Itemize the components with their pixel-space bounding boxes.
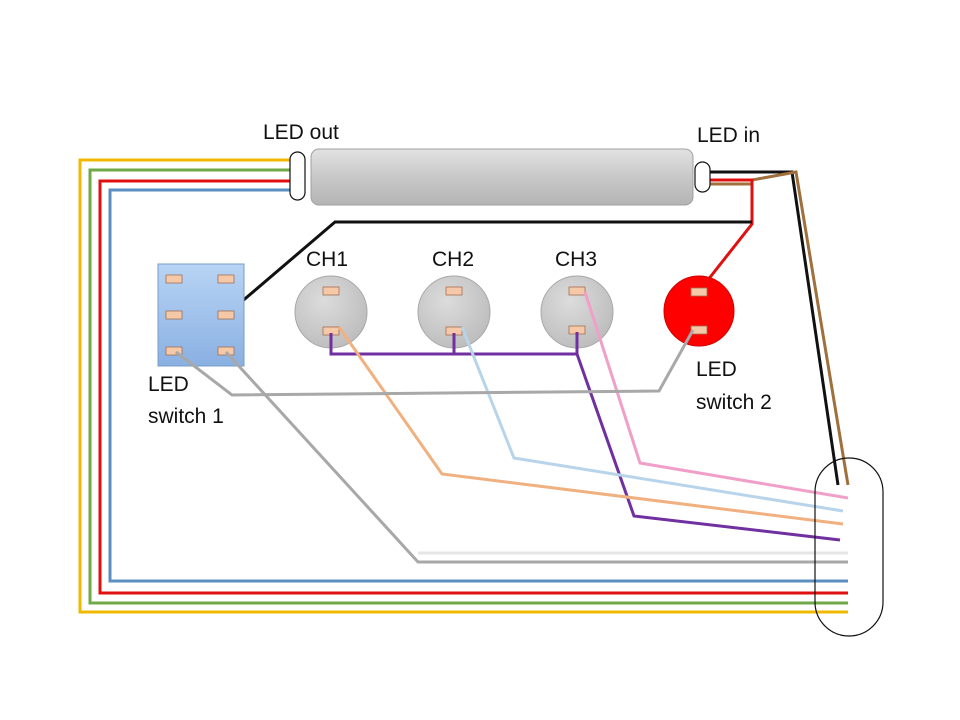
led-in-connector xyxy=(694,161,711,193)
wire-gray-switch-1 xyxy=(224,350,848,564)
led-switch-1-label-line1: LED xyxy=(148,373,189,396)
wire-green xyxy=(88,168,848,605)
led-switch-2-label-line1: LED xyxy=(696,358,737,381)
wire-orange xyxy=(337,326,844,526)
wire-red-outer xyxy=(98,179,848,595)
led-out-label: LED out xyxy=(263,121,339,144)
wire-light-blue xyxy=(460,326,844,513)
led-switch-2-label-line2: switch 2 xyxy=(696,391,772,414)
wire-black-switch xyxy=(225,220,752,317)
led-in-label: LED in xyxy=(697,124,761,147)
ch3-label: CH3 xyxy=(555,248,598,271)
led-strip xyxy=(310,148,694,206)
wire-purple-common xyxy=(329,333,577,356)
wire-purple-ch3 xyxy=(575,332,841,542)
ch1-label: CH1 xyxy=(306,248,349,271)
ch2-label: CH2 xyxy=(432,248,475,271)
wire-yellow xyxy=(78,158,848,614)
wire-blue-outer xyxy=(108,188,848,583)
switch-1-pads xyxy=(165,274,235,356)
wire-gray-led-switch xyxy=(175,329,695,397)
led-switch-2 xyxy=(663,275,735,347)
wire-pink xyxy=(583,291,849,500)
led-switch-1-label-line2: switch 1 xyxy=(148,405,224,428)
led-out-connector xyxy=(289,151,306,201)
knob-pads xyxy=(322,286,708,336)
wire-red-led-in xyxy=(698,178,754,291)
output-connector xyxy=(814,457,884,637)
